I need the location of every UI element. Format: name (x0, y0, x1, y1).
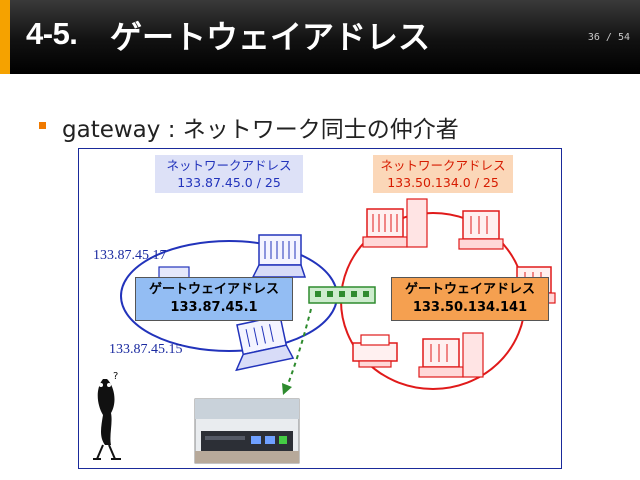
printer-icon (352, 334, 398, 368)
right-network-label: ネットワークアドレス (380, 158, 506, 173)
router-photo-arrow (286, 308, 312, 388)
bullet-text: gateway : ネットワーク同士の仲介者 (62, 117, 459, 143)
right-network-address: 133.50.134.0 / 25 (387, 175, 499, 190)
workstation-icon (418, 332, 484, 378)
router-icon (308, 286, 376, 304)
right-gateway-ip: 133.50.134.141 (412, 300, 528, 315)
bullet-marker (39, 122, 46, 129)
title-accent-stripe (0, 0, 10, 74)
left-network-address-label: ネットワークアドレス 133.87.45.0 / 25 (155, 155, 303, 193)
router-photo (194, 398, 300, 464)
host-ip-bottom: 133.87.45.15 (109, 342, 183, 357)
slide-title-number: 4-5. (26, 16, 78, 51)
slide-title-bar: 4-5. ゲートウェイアドレス 36 / 54 (0, 0, 640, 74)
laptop-icon (251, 234, 307, 278)
workstation-icon (362, 198, 428, 248)
workstation-icon (458, 210, 504, 250)
diagram-graphics: ? (93, 198, 556, 464)
host-ip-top: 133.87.45.17 (93, 248, 167, 263)
right-gateway-label: ゲートウェイアドレス (404, 282, 535, 297)
laptop-icon (235, 314, 295, 372)
left-gateway-address-box: ゲートウェイアドレス 133.87.45.1 (135, 277, 293, 321)
thinking-figure-icon: ? (93, 371, 121, 460)
left-network-address: 133.87.45.0 / 25 (177, 175, 281, 190)
left-network-label: ネットワークアドレス (166, 158, 292, 173)
left-gateway-ip: 133.87.45.1 (170, 300, 258, 315)
page-counter: 36 / 54 (587, 32, 630, 43)
right-network-address-label: ネットワークアドレス 133.50.134.0 / 25 (373, 155, 513, 193)
gateway-diagram: ? ネットワークアドレス 133.87.45.0 / 25 ネットワークアドレス… (78, 148, 562, 469)
left-gateway-label: ゲートウェイアドレス (148, 282, 279, 297)
arrow-head (282, 383, 292, 395)
slide-title: ゲートウェイアドレス (110, 18, 431, 56)
right-gateway-address-box: ゲートウェイアドレス 133.50.134.141 (391, 277, 549, 321)
svg-text:?: ? (113, 371, 118, 382)
